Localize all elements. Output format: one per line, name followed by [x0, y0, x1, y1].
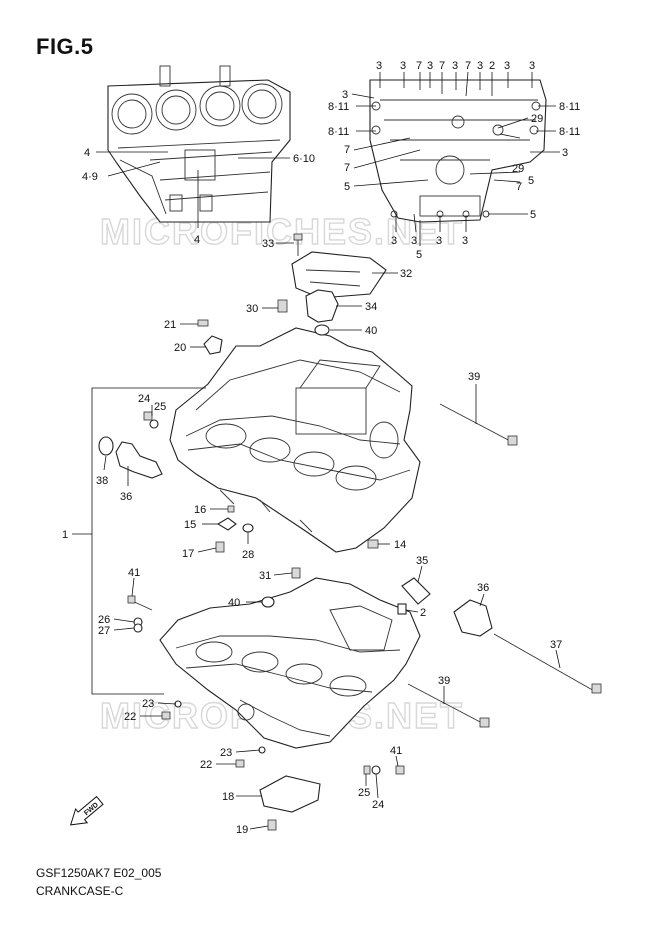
- label-top-left-1: 4: [84, 147, 90, 159]
- label-part-38: 38: [96, 475, 108, 487]
- label-top-right-9: 2: [489, 60, 495, 72]
- label-part-18: 18: [222, 791, 234, 803]
- label-part-41: 41: [128, 567, 140, 579]
- label-part-27: 27: [98, 625, 110, 637]
- label-top-right-3: 7: [416, 60, 422, 72]
- label-top-left-2: 4·9: [82, 171, 98, 183]
- label-part-25-lower: 25: [358, 787, 370, 799]
- label-part-37: 37: [550, 639, 562, 651]
- label-part-17: 17: [182, 548, 194, 560]
- label-part-20: 20: [174, 342, 186, 354]
- label-top-right-15: 8·11: [559, 101, 580, 113]
- label-top-right-1: 3: [376, 60, 382, 72]
- upper-crankcase-drawing: [169, 327, 421, 553]
- label-top-right-29: 3: [436, 235, 442, 247]
- label-part-19: 19: [236, 824, 248, 836]
- label-top-right-10: 3: [504, 60, 510, 72]
- label-part-36: 36: [120, 491, 132, 503]
- label-top-right-27: 3: [411, 235, 417, 247]
- label-top-right-5: 7: [439, 60, 445, 72]
- label-top-right-6: 3: [452, 60, 458, 72]
- label-top-right-22: 3: [562, 147, 568, 159]
- label-top-right-20: 7: [344, 162, 350, 174]
- diagram-code: GSF1250AK7 E02_005: [36, 866, 162, 880]
- label-top-right-19: 7: [344, 144, 350, 156]
- label-top-right-4: 3: [427, 60, 433, 72]
- label-part-39-upper: 39: [468, 371, 480, 383]
- label-top-right-17: 29: [531, 113, 543, 125]
- top-right-callouts: 3 3 7 3 7 3 7 3 2 3 3 3 8·11 8·11 8·11 8…: [328, 60, 580, 261]
- upper-case-inset-drawing: [107, 65, 291, 223]
- label-part-35: 35: [416, 555, 428, 567]
- label-top-right-13: 8·11: [328, 101, 349, 113]
- label-top-right-12: 3: [342, 89, 348, 101]
- label-top-right-18: 29: [512, 163, 524, 175]
- label-part-21: 21: [164, 319, 176, 331]
- label-part-16: 16: [194, 504, 206, 516]
- lower-case-inset-drawing: [369, 79, 547, 223]
- label-top-left-3: 4: [194, 234, 200, 246]
- label-top-left-4: 6·10: [293, 153, 315, 165]
- label-part-1: 1: [62, 529, 68, 541]
- label-part-23-lower: 23: [220, 747, 232, 759]
- label-top-right-14: 8·11: [328, 126, 349, 138]
- label-part-24-lower: 24: [372, 799, 384, 811]
- label-part-22: 22: [124, 711, 136, 723]
- label-part-28: 28: [242, 549, 254, 561]
- label-part-41-lower: 41: [390, 745, 402, 757]
- top-left-callouts: 4 4·9 4 6·10: [82, 147, 315, 246]
- label-part-26: 26: [98, 614, 110, 626]
- label-top-right-11: 3: [529, 60, 535, 72]
- label-part-36-lower: 36: [477, 582, 489, 594]
- label-part-25: 25: [154, 401, 166, 413]
- label-top-right-24: 5: [528, 175, 534, 187]
- loose-parts: [98, 233, 602, 831]
- label-part-2: 2: [420, 607, 426, 619]
- label-top-right-23: 5: [344, 181, 350, 193]
- label-top-right-16: 8·11: [559, 126, 580, 138]
- label-part-30: 30: [246, 303, 258, 315]
- label-part-32: 32: [400, 268, 412, 280]
- main-callout-labels: 33 32 34 30 40 21 20 39 24 25 38 36 1 16…: [62, 238, 562, 836]
- label-part-14: 14: [394, 539, 406, 551]
- label-part-22-lower: 22: [200, 759, 212, 771]
- label-top-right-2: 3: [400, 60, 406, 72]
- label-part-34: 34: [365, 301, 377, 313]
- label-top-right-21: 7: [516, 181, 522, 193]
- label-top-right-7: 7: [465, 60, 471, 72]
- label-part-23: 23: [142, 698, 154, 710]
- forward-arrow-icon: FWD: [69, 795, 104, 826]
- main-callout-lines: [103, 242, 561, 830]
- label-part-33: 33: [262, 238, 274, 250]
- assembly-bracket: [72, 387, 206, 695]
- label-top-right-8: 3: [477, 60, 483, 72]
- label-top-right-28: 5: [416, 249, 422, 261]
- label-top-right-26: 3: [391, 235, 397, 247]
- label-top-right-30: 3: [462, 235, 468, 247]
- label-top-right-25: 5: [530, 209, 536, 221]
- label-part-40: 40: [365, 325, 377, 337]
- label-part-31: 31: [259, 570, 271, 582]
- label-part-15: 15: [184, 519, 196, 531]
- label-part-39-lower: 39: [438, 675, 450, 687]
- label-part-24: 24: [138, 393, 150, 405]
- figure-title: FIG.5: [36, 34, 94, 59]
- diagram-subtitle: CRANKCASE-C: [36, 884, 124, 898]
- label-part-40-lower: 40: [228, 597, 240, 609]
